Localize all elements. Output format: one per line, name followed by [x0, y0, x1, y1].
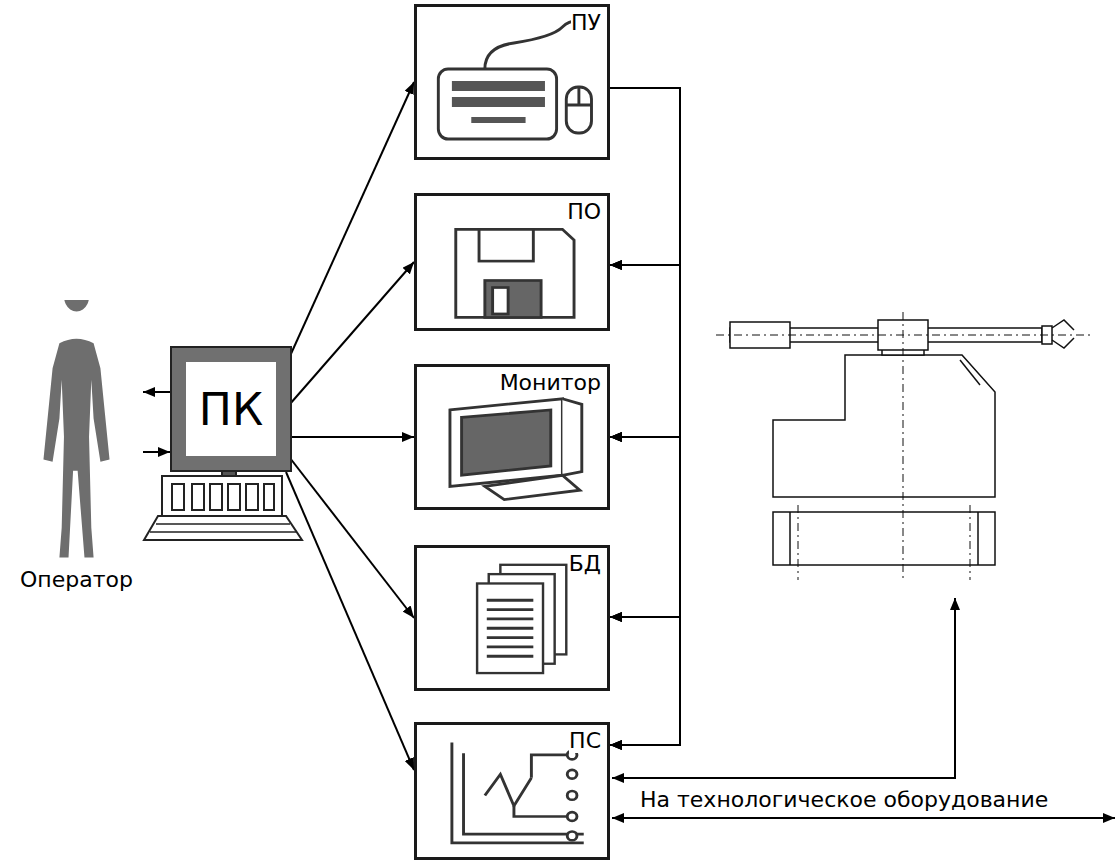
- node-label: ПС: [569, 729, 601, 753]
- connector-arrow: [610, 617, 680, 745]
- node-label: Монитор: [500, 371, 601, 395]
- node-label: ПУ: [571, 11, 601, 35]
- device-box: ПС: [414, 722, 610, 860]
- pc-base: [144, 470, 302, 540]
- equipment-label: На технологическое оборудование: [638, 788, 1050, 812]
- connector-arrow: [610, 88, 680, 745]
- connector-arrow: [610, 88, 680, 265]
- connector-arrow: [610, 265, 680, 745]
- node-label: БД: [569, 552, 601, 576]
- device-box: ПУ: [414, 4, 610, 160]
- device-box: ПО: [414, 193, 610, 331]
- connector-arrow: [610, 437, 680, 617]
- connector-arrow: [610, 437, 680, 745]
- equipment-wires: [612, 598, 1115, 818]
- device-box: Монитор: [414, 364, 610, 510]
- connector-arrow: [290, 436, 414, 438]
- node-label: ПК: [199, 384, 263, 435]
- connector-arrow: [610, 88, 680, 617]
- connector-arrow: [610, 265, 680, 617]
- machine: [716, 312, 1090, 580]
- connector-arrow: [286, 472, 414, 770]
- connector-arrow: [290, 262, 414, 404]
- device-box: БД: [414, 545, 610, 691]
- connector-arrow: [610, 88, 680, 437]
- connector-arrow: [143, 451, 170, 453]
- operator-figure: Оператор: [10, 300, 143, 592]
- person-figure: [10, 300, 143, 562]
- node-label: ПО: [567, 200, 601, 224]
- operator-label: Оператор: [20, 567, 133, 592]
- connector-arrow: [290, 458, 414, 618]
- pc-monitor: ПК: [172, 348, 290, 470]
- connector-arrow: [143, 391, 170, 393]
- connector-arrow: [290, 82, 414, 356]
- connector-arrow: [610, 265, 680, 437]
